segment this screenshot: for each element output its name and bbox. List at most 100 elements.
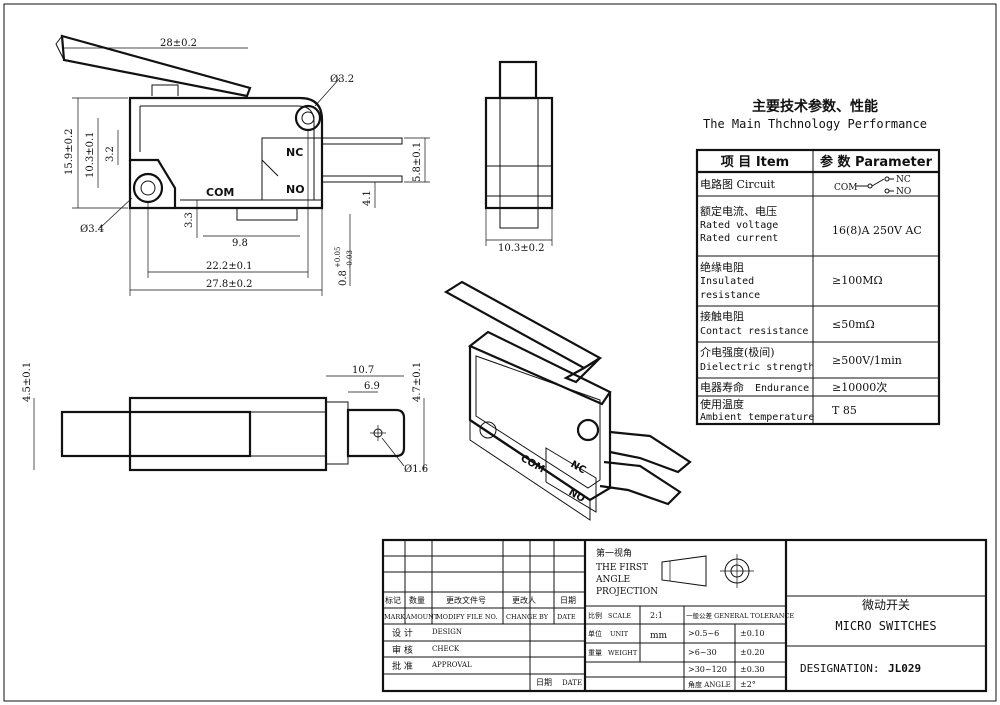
row-rated-en2: Rated current <box>700 233 778 244</box>
iso-terminal-no <box>599 460 682 506</box>
row-endurance-cn: 电器寿命 <box>700 380 744 394</box>
rev-col-modify-cn: 更改文件号 <box>446 595 486 605</box>
lever-arm <box>60 34 252 98</box>
tol-value-3: ±0.30 <box>740 665 765 674</box>
rev-col-date-en: DATE <box>557 613 576 621</box>
row-temperature-en1: Ambient temperature <box>700 412 814 423</box>
unit-cn: 单位 <box>588 629 602 638</box>
circuit-nc: NC <box>896 175 911 185</box>
label-no: NO <box>286 183 305 196</box>
row-rated-en1: Rated voltage <box>700 220 778 231</box>
tol-range-3: >30~120 <box>688 665 727 674</box>
label-com: COM <box>206 186 234 199</box>
performance-title-cn: 主要技术参数、性能 <box>752 98 878 115</box>
rev-col-mark-cn: 标记 <box>385 595 401 605</box>
dim-term-width: 4.7±0.1 <box>412 362 423 402</box>
rev-col-modify-en: MODIFY FILE NO. <box>436 613 498 621</box>
bottom-terminal <box>346 408 406 458</box>
check-en: CHECK <box>432 645 460 653</box>
projection-cone-icon <box>661 555 707 587</box>
row-insulated-en2: resistance <box>700 290 760 301</box>
drawing-border <box>3 3 997 702</box>
projection-en-2: ANGLE <box>595 575 630 585</box>
performance-table: 主要技术参数、性能 The Main Thchnology Performanc… <box>695 98 941 426</box>
date-cn: 日期 <box>536 678 552 687</box>
title-block: 标记 数量 更改文件号 更改人 日期 MARK AMOUNT MODIFY FI… <box>381 538 988 693</box>
dim-term-len: 10.7 <box>352 365 374 376</box>
row-dielectric-en1: Dielectric strength <box>700 362 814 373</box>
row-dielectric-value: ≥500V/1min <box>832 354 902 367</box>
dim-body-width-4-5: 4.5±0.1 <box>22 362 33 402</box>
dim-thickness: 0.8 <box>338 270 349 286</box>
row-endurance-value: ≥10000次 <box>832 380 887 394</box>
plunger <box>151 84 179 96</box>
front-view: NC NO COM 28±0.2 Ø3.2 15.9±0.2 10.3±0.1 … <box>55 34 430 296</box>
dim-thickness-tol-minus: -0.03 <box>346 250 354 268</box>
circuit-no: NO <box>896 187 911 197</box>
unit-en: UNIT <box>610 630 629 638</box>
tol-range-4: 角度 ANGLE <box>688 680 731 689</box>
approval-en: APPROVAL <box>431 661 472 669</box>
row-dielectric-cn: 介电强度(极间) <box>700 345 775 359</box>
rev-col-mark-en: MARK <box>384 613 405 621</box>
dim-term-hole: Ø1.6 <box>404 464 428 475</box>
dim-term-hole-pos: 6.9 <box>364 381 380 392</box>
product-name-en: MICRO SWITCHES <box>835 619 936 633</box>
dim-hole-span: 22.2±0.1 <box>206 261 253 272</box>
dim-lever-length: 28±0.2 <box>160 38 197 49</box>
check-cn: 审 核 <box>392 644 413 656</box>
row-insulated-cn: 绝缘电阻 <box>700 260 744 274</box>
row-insulated-en1: Insulated <box>700 276 754 287</box>
terminal-nc <box>321 137 403 145</box>
dim-hole-bottom: Ø3.4 <box>80 224 104 235</box>
iso-label-com: COM <box>519 453 547 475</box>
rev-col-amount-cn: 数量 <box>409 595 425 605</box>
label-nc: NC <box>286 146 303 159</box>
side-view: 10.3±0.2 <box>484 60 554 254</box>
tol-value-4: ±2° <box>740 680 756 689</box>
mount-hole-top <box>294 104 322 132</box>
rev-col-amount-en: AMOUNT <box>405 613 439 621</box>
switch-body <box>128 96 324 210</box>
row-contact-cn: 接触电阻 <box>700 309 744 323</box>
dim-height-total: 15.9±0.2 <box>64 128 75 175</box>
side-body <box>484 96 554 210</box>
rev-col-date-cn: 日期 <box>560 596 576 605</box>
design-cn: 设 计 <box>392 627 413 639</box>
row-contact-en1: Contact resistance <box>700 326 808 337</box>
row-temperature-value: T 85 <box>832 404 857 417</box>
dim-hole-top: Ø3.2 <box>330 74 354 85</box>
projection-cn: 第一视角 <box>596 547 632 559</box>
terminal-com <box>236 207 298 221</box>
mount-hole-bottom <box>132 172 164 204</box>
unit-value: mm <box>650 631 668 641</box>
bottom-body <box>128 396 328 472</box>
rev-col-change-en: CHANGE BY <box>506 613 549 621</box>
scale-cn: 比例 <box>588 611 602 620</box>
rev-col-change-cn: 更改人 <box>512 595 536 605</box>
tol-value-2: ±0.20 <box>740 648 765 657</box>
dim-offset: 3.3 <box>184 212 195 228</box>
weight-en: WEIGHT <box>608 649 638 657</box>
product-name-cn: 微动开关 <box>862 598 910 612</box>
row-temperature-cn: 使用温度 <box>700 397 744 411</box>
circuit-com: COM <box>834 183 857 193</box>
header-item: 项 目 Item <box>721 155 789 170</box>
design-en: DESIGN <box>432 628 462 636</box>
scale-value: 2:1 <box>650 611 663 620</box>
iso-label-nc: NC <box>569 459 588 476</box>
circuit-label: 电路图 Circuit <box>700 178 775 191</box>
projection-en-3: PROJECTION <box>596 587 658 597</box>
date-en: DATE <box>562 679 582 687</box>
dim-height-small: 3.2 <box>105 146 116 162</box>
bottom-view: 4.5±0.1 10.7 6.9 4.7±0.1 Ø1.6 <box>22 362 428 475</box>
tol-value-1: ±0.10 <box>740 629 765 638</box>
approval-cn: 批 准 <box>392 660 413 672</box>
dim-body-length: 27.8±0.2 <box>206 279 253 290</box>
tol-range-2: >6~30 <box>688 648 717 657</box>
projection-en-1: THE FIRST <box>596 563 648 573</box>
row-insulated-value: ≥100MΩ <box>832 274 883 287</box>
tolerance-title: 一般公差 GENERAL TOLERANCE <box>686 611 794 620</box>
weight-cn: 重量 <box>588 649 602 657</box>
